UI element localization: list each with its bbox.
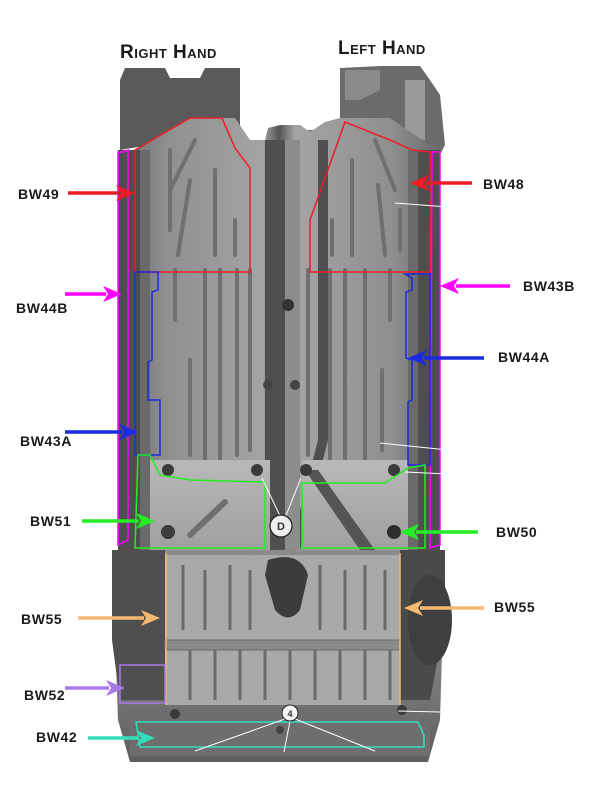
arrow-bw44a: [408, 350, 484, 366]
label-bw43b: BW43B: [523, 278, 575, 294]
heading-right-hand: Right Hand: [120, 42, 217, 63]
svg-text:4: 4: [287, 709, 292, 719]
arrow-bw55-r: [404, 600, 484, 616]
label-bw55-r: BW55: [494, 599, 535, 615]
label-bw43a: BW43A: [20, 433, 72, 449]
label-bw48: BW48: [483, 176, 524, 192]
label-bw49: BW49: [18, 186, 59, 202]
label-bw44b: BW44B: [16, 300, 68, 316]
label-bw55-l: BW55: [21, 611, 62, 627]
arrow-bw43b: [440, 278, 510, 294]
floor-pan-photo: [112, 66, 452, 762]
label-arrows: [65, 175, 510, 746]
callout-4: 4: [281, 704, 299, 722]
callout-d: D: [269, 514, 293, 538]
label-bw52: BW52: [24, 687, 65, 703]
arrow-bw49: [68, 185, 135, 201]
label-bw50: BW50: [496, 524, 537, 540]
leader-lines: [194, 202, 449, 753]
label-bw51: BW51: [30, 513, 71, 529]
arrow-bw52: [65, 680, 125, 696]
arrow-bw51: [82, 513, 155, 529]
arrow-bw43a: [65, 424, 138, 440]
arrow-bw48: [410, 175, 472, 191]
label-bw44a: BW44A: [498, 349, 550, 365]
label-bw42: BW42: [36, 729, 77, 745]
heading-left-hand: Left Hand: [338, 38, 426, 59]
arrow-bw42: [88, 730, 155, 746]
svg-text:D: D: [277, 521, 285, 533]
arrow-bw55-l: [78, 610, 160, 626]
arrow-bw50: [400, 524, 478, 540]
arrow-bw44b: [65, 286, 122, 302]
